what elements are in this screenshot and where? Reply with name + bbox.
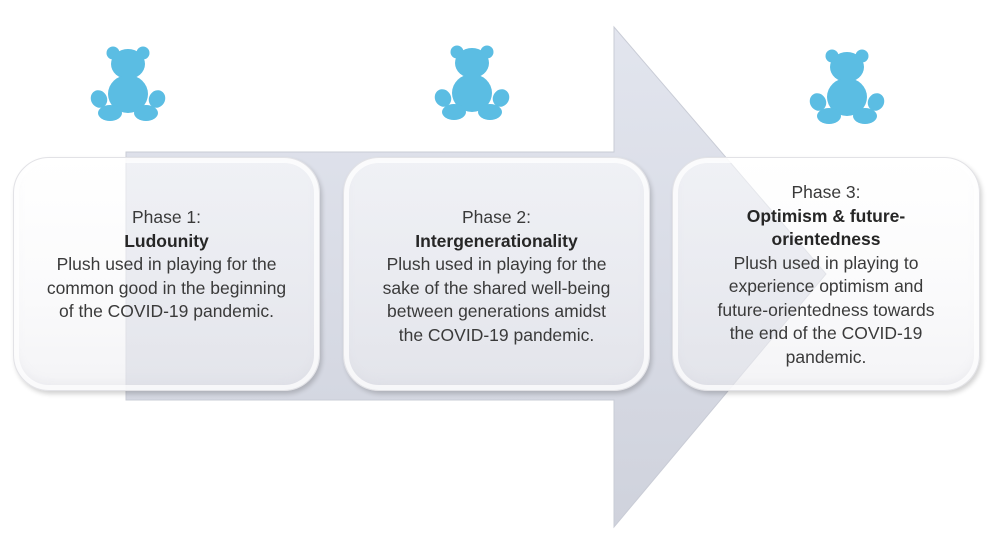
phase-description-line: between generations amidst: [387, 301, 606, 321]
phase-title: Intergenerationality: [415, 230, 578, 251]
phase-description-line: experience optimism and: [728, 276, 924, 296]
phase-label: Phase 3:: [791, 182, 861, 202]
phase-description-line: the COVID-19 pandemic.: [398, 324, 595, 345]
phase-2-box: Phase 2: Intergenerationality Plush used…: [343, 157, 650, 391]
phase-title: Optimism & future-: [746, 205, 906, 226]
phase-label: Phase 2:: [461, 207, 532, 227]
phase-title: Ludounity: [124, 230, 209, 251]
phase-label: Phase 1:: [131, 207, 202, 227]
phase-description-line: common good in the beginning: [46, 277, 287, 298]
phase-description-line: Plush used in playing for the: [56, 254, 277, 274]
phase-description-line: pandemic.: [785, 346, 867, 367]
phase-description-line: Plush used in playing to: [733, 252, 919, 273]
phase-1-box: Phase 1: Ludounity Plush used in playing…: [13, 157, 320, 391]
phase-title: orientedness: [771, 229, 881, 249]
teddy-bear-icon: [90, 46, 166, 121]
phase-description-line: the end of the COVID-19: [729, 323, 923, 343]
phase-description-line: Plush used in playing for the: [386, 254, 607, 274]
phase-3-box: Phase 3: Optimism & future- orientedness…: [672, 157, 980, 391]
phase-description-line: of the COVID-19 pandemic.: [59, 301, 274, 321]
phase-description-line: future-orientedness towards: [717, 299, 935, 320]
teddy-bear-icon: [434, 45, 510, 120]
phase-description-line: sake of the shared well-being: [382, 277, 611, 298]
teddy-bear-icon: [809, 49, 885, 124]
